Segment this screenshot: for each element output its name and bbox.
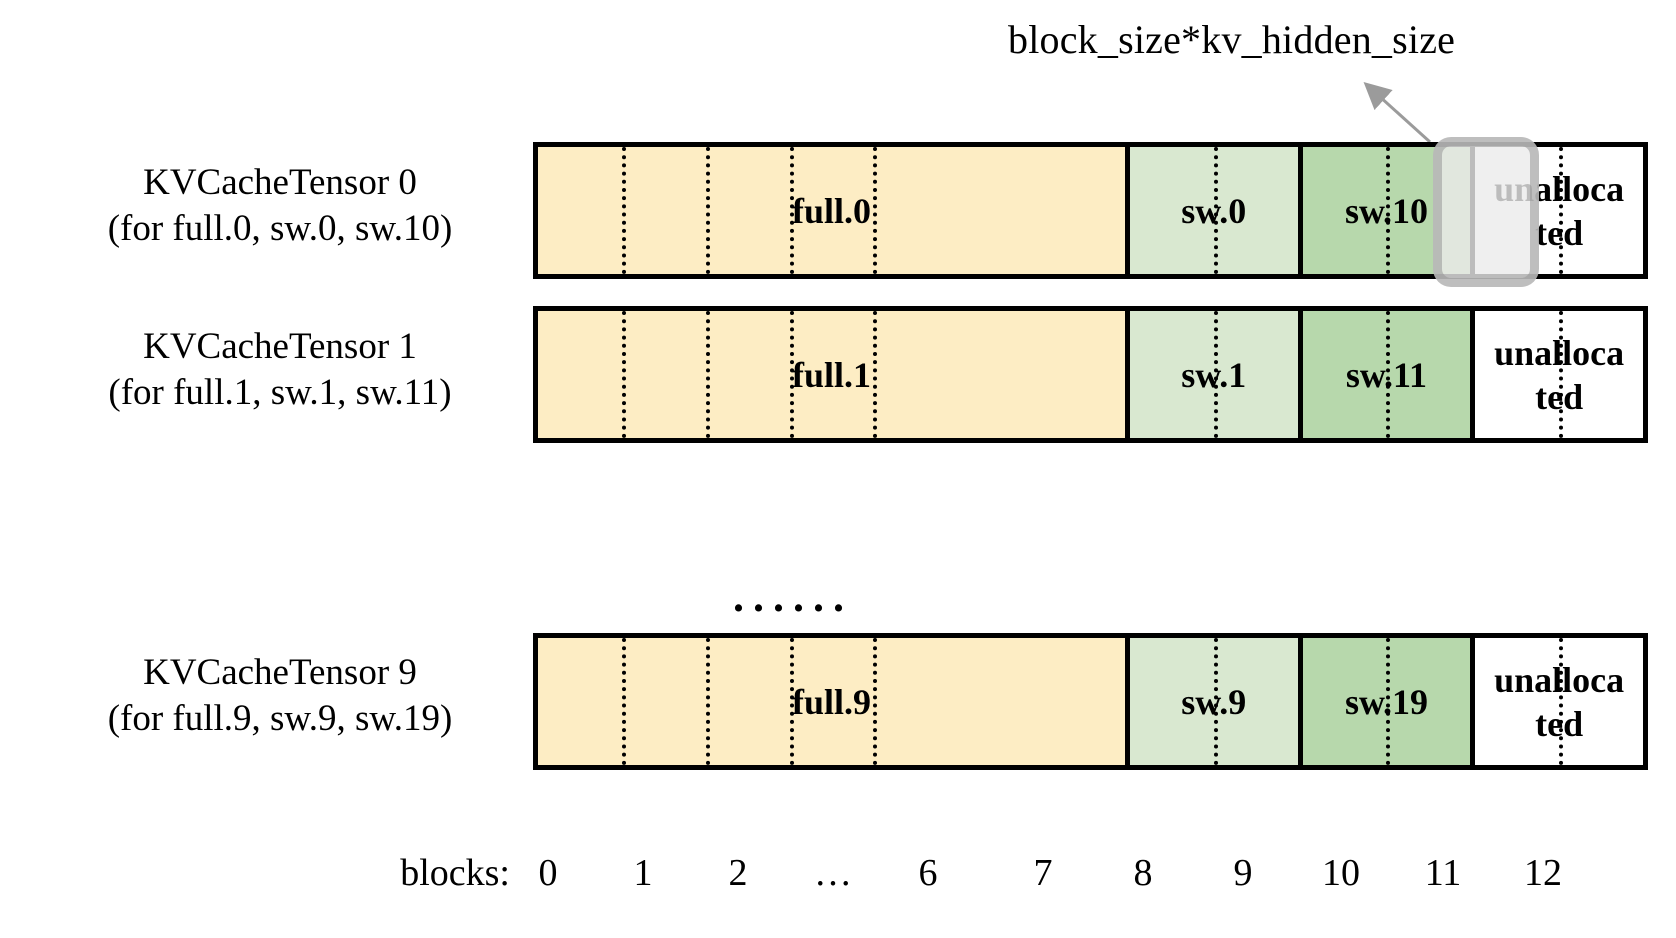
segment-sw-dark-0[interactable]: sw.10 [1297, 147, 1471, 274]
block-tick-10: 12 [1524, 852, 1562, 894]
block-tick-5: 7 [1033, 852, 1053, 894]
segment-label: full.1 [791, 354, 871, 395]
row-subtitle-1: (for full.1, sw.1, sw.11) [108, 372, 452, 413]
vertical-ellipsis: ...... [733, 572, 853, 621]
block-divider [1559, 638, 1564, 765]
row-label-0: KVCacheTensor 0 (for full.0, sw.0, sw.10… [45, 160, 515, 252]
segment-sw-light-1[interactable]: sw.1 [1124, 311, 1298, 438]
block-tick-2: 2 [728, 852, 748, 894]
row-title-2: KVCacheTensor 9 [143, 652, 417, 693]
block-divider [621, 147, 626, 274]
block-tick-0: 0 [538, 852, 558, 894]
segment-sw-light-2[interactable]: sw.9 [1124, 638, 1298, 765]
block-divider [705, 311, 710, 438]
block-tick-9: 11 [1424, 852, 1462, 894]
row-title-1: KVCacheTensor 1 [143, 326, 417, 367]
block-divider [1213, 311, 1218, 438]
block-divider [873, 311, 878, 438]
segment-label: full.9 [791, 681, 871, 722]
row-title-0: KVCacheTensor 0 [143, 162, 417, 203]
blocks-axis-title: blocks: [400, 852, 510, 894]
block-divider [1386, 638, 1391, 765]
blocks-axis: blocks: 0 1 2 … 6 7 8 9 10 11 12 [0, 848, 1676, 908]
segment-sw-dark-2[interactable]: sw.19 [1297, 638, 1471, 765]
block-divider [1213, 638, 1218, 765]
block-tick-4: 6 [918, 852, 938, 894]
block-divider [621, 638, 626, 765]
segment-unallocated-2[interactable]: unalloca ted [1470, 638, 1643, 765]
segment-full-1[interactable]: full.1 [538, 311, 1125, 438]
segment-sw-dark-1[interactable]: sw.11 [1297, 311, 1471, 438]
block-divider [1213, 147, 1218, 274]
block-divider [1559, 147, 1564, 274]
block-tick-1: 1 [633, 852, 653, 894]
block-divider [873, 638, 878, 765]
callout-label: block_size*kv_hidden_size [1008, 17, 1456, 62]
block-divider [789, 638, 794, 765]
block-divider [705, 147, 710, 274]
block-tick-3: … [814, 852, 852, 894]
block-divider [621, 311, 626, 438]
block-divider [1386, 147, 1391, 274]
block-divider [1386, 311, 1391, 438]
block-divider [1559, 311, 1564, 438]
row-label-1: KVCacheTensor 1 (for full.1, sw.1, sw.11… [45, 324, 515, 416]
block-tick-7: 9 [1233, 852, 1253, 894]
block-tick-8: 10 [1322, 852, 1360, 894]
block-divider [873, 147, 878, 274]
block-divider [789, 147, 794, 274]
block-tick-6: 8 [1133, 852, 1153, 894]
segment-unallocated-1[interactable]: unalloca ted [1470, 311, 1643, 438]
row-subtitle-2: (for full.9, sw.9, sw.19) [107, 698, 453, 739]
kv-cache-tensor-bar-2[interactable]: full.9 sw.9 sw.19 unalloca ted [533, 633, 1648, 770]
kv-cache-tensor-bar-0[interactable]: full.0 sw.0 sw.10 unalloca ted [533, 142, 1648, 279]
segment-unallocated-0[interactable]: unalloca ted [1470, 147, 1643, 274]
kv-cache-tensor-bar-1[interactable]: full.1 sw.1 sw.11 unalloca ted [533, 306, 1648, 443]
block-divider [705, 638, 710, 765]
segment-full-2[interactable]: full.9 [538, 638, 1125, 765]
row-label-2: KVCacheTensor 9 (for full.9, sw.9, sw.19… [45, 650, 515, 742]
segment-label: full.0 [791, 190, 871, 231]
callout-arrow-icon [1363, 81, 1432, 144]
segment-full-0[interactable]: full.0 [538, 147, 1125, 274]
row-subtitle-0: (for full.0, sw.0, sw.10) [107, 208, 453, 249]
segment-sw-light-0[interactable]: sw.0 [1124, 147, 1298, 274]
block-divider [789, 311, 794, 438]
